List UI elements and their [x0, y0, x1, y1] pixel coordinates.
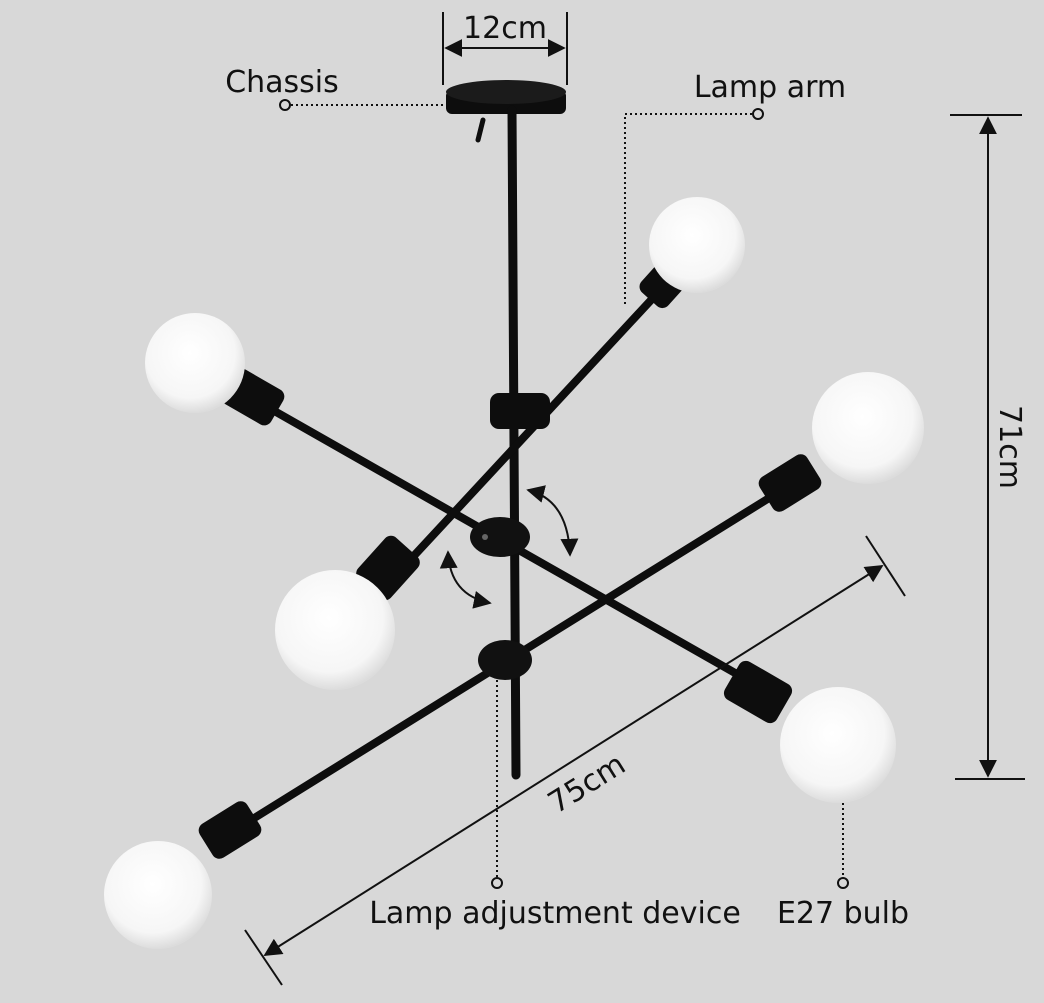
- bulb-callout: E27 bulb: [777, 803, 909, 931]
- bulb-label: E27 bulb: [777, 896, 909, 931]
- canopy-width-dimension: 12cm: [442, 11, 568, 85]
- span-label: 75cm: [542, 747, 632, 821]
- lamp-arm-2: [145, 313, 896, 803]
- chassis-callout: Chassis: [225, 65, 446, 111]
- canopy-width-label: 12cm: [463, 11, 547, 46]
- lamp-arm-label: Lamp arm: [694, 70, 846, 105]
- height-dimension: 71cm: [950, 114, 1027, 780]
- adjustment-label: Lamp adjustment device: [369, 896, 741, 931]
- chassis: [446, 80, 566, 143]
- lamp-arm-callout: Lamp arm: [624, 70, 846, 305]
- height-label: 71cm: [992, 405, 1027, 489]
- adjustment-callout: Lamp adjustment device: [369, 680, 741, 931]
- chassis-label: Chassis: [225, 65, 339, 100]
